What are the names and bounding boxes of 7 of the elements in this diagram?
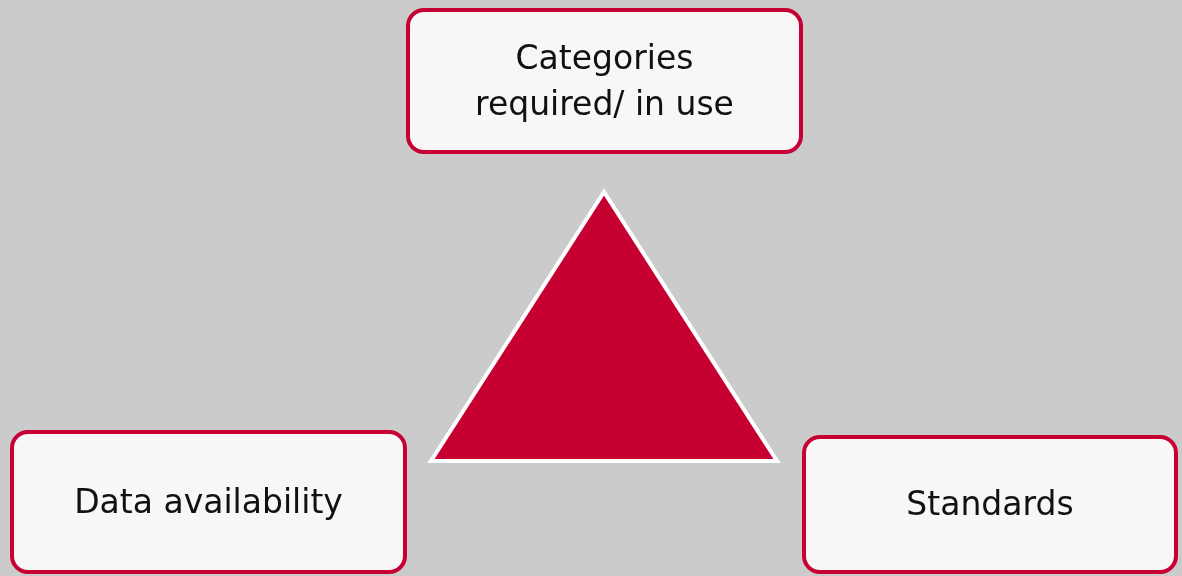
- box-label: Standards: [906, 483, 1074, 526]
- triangle-shape: [428, 188, 780, 464]
- box-label: Data availability: [74, 480, 343, 523]
- box-label: Categories required/ in use: [474, 36, 735, 125]
- text-box: [10, 430, 407, 574]
- text-box: [406, 8, 803, 154]
- text-box: [802, 435, 1178, 574]
